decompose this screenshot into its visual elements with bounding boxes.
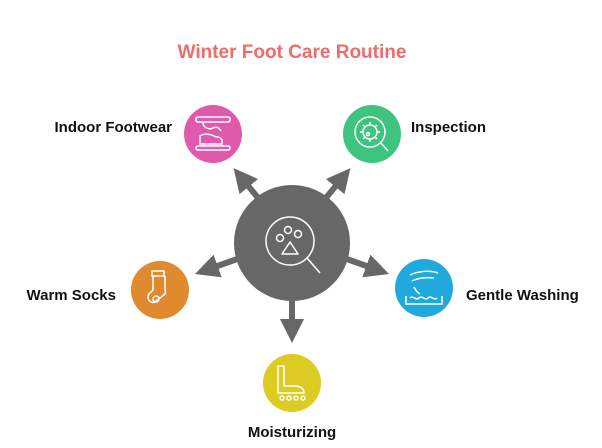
inspection-circle xyxy=(343,105,401,163)
hand-water-icon xyxy=(405,270,443,305)
sock-icon xyxy=(147,270,167,304)
paw-magnifier-icon xyxy=(265,216,321,274)
label-indoor-footwear: Indoor Footwear xyxy=(54,119,173,136)
gentle-washing-circle xyxy=(395,259,453,317)
label-warm-socks: Warm Socks xyxy=(26,287,116,304)
center-circle xyxy=(234,185,350,301)
diagram-title: Winter Foot Care Routine xyxy=(177,42,407,63)
arrow-gentle-washing xyxy=(342,254,389,278)
slippers-icon xyxy=(195,116,231,151)
label-gentle-washing: Gentle Washing xyxy=(466,287,579,304)
germ-magnifier-icon xyxy=(354,116,389,152)
indoor-footwear-circle xyxy=(184,105,242,163)
label-moisturizing: Moisturizing xyxy=(247,424,337,441)
label-inspection: Inspection xyxy=(411,119,487,136)
foot-roller-icon xyxy=(277,365,306,401)
moisturizing-circle xyxy=(263,354,321,412)
arrow-warm-socks xyxy=(195,254,242,278)
warm-socks-circle xyxy=(131,261,189,319)
